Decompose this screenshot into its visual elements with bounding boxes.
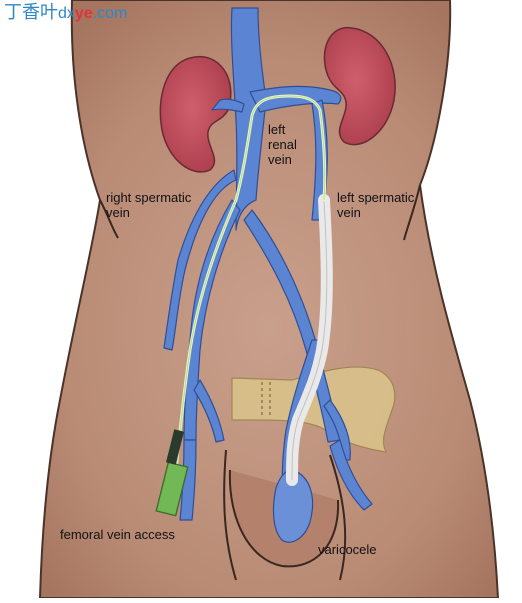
femoral-access-sheath — [155, 461, 189, 517]
label-femoral-vein-access: femoral vein access — [60, 527, 175, 542]
watermark-domain: dxye.com — [58, 5, 128, 22]
right-femoral-vein — [179, 439, 197, 521]
left-femoral-vein — [329, 439, 373, 511]
label-right-spermatic-vein: right spermatic vein — [106, 190, 192, 220]
pubic-symphysis-mark — [261, 382, 271, 418]
groin-crease-right — [223, 449, 237, 581]
catheter-sheath-outline — [291, 199, 328, 481]
left-renal-vein — [249, 85, 342, 113]
waist-line-right-side — [99, 199, 119, 239]
pelvic-bone — [231, 366, 396, 453]
varicocele-plexus — [272, 469, 314, 543]
waist-line-left-side — [403, 184, 421, 241]
label-left-renal-vein: left renal vein — [268, 122, 297, 167]
groin-crease-left — [329, 454, 347, 581]
label-varicocele: varicocele — [318, 542, 377, 557]
right-kidney — [159, 55, 232, 173]
right-spermatic-vein — [163, 169, 237, 351]
right-renal-vein — [211, 98, 245, 113]
left-kidney — [323, 26, 396, 146]
watermark-logo: 丁香叶dxye.com — [4, 2, 127, 25]
label-left-spermatic-vein: left spermatic vein — [337, 190, 415, 220]
right-internal-iliac-vein — [193, 379, 225, 443]
watermark-brand: 丁香叶 — [4, 2, 58, 23]
femoral-access-sheath-tip — [166, 429, 184, 465]
guidewire-outline — [175, 95, 326, 471]
